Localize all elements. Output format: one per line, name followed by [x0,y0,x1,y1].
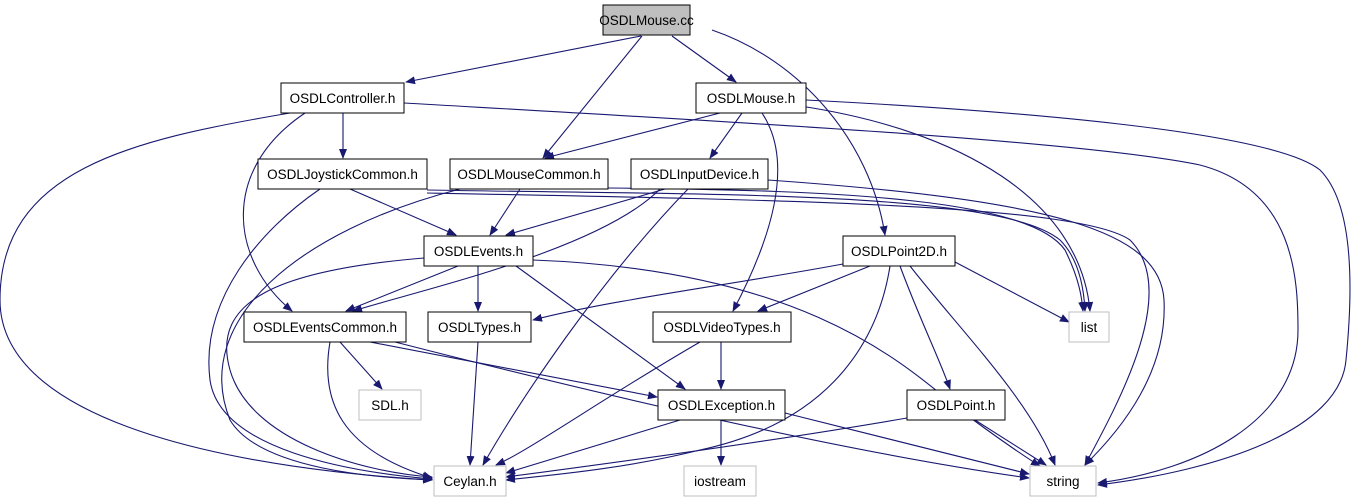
node-video-types-h[interactable]: OSDLVideoTypes.h [652,311,792,343]
edge-video-types-h-to-ceylan-h [495,341,701,466]
edge-input-device-h-to-ceylan-h [482,188,689,466]
node-box [1029,465,1097,497]
node-ceylan-h: Ceylan.h [433,465,507,497]
node-input-device-h[interactable]: OSDLInputDevice.h [630,158,769,190]
node-label: OSDLController.h [290,91,396,106]
node-box [280,82,405,114]
node-box [427,311,532,343]
node-label: OSDLPoint.h [917,398,996,413]
edge-point2d-h-to-list [954,261,1070,323]
edge-controller-h-to-events-common-h [242,112,306,312]
node-list: list [1068,311,1110,343]
edge-types-h-to-ceylan-h [466,341,479,466]
node-box [683,465,757,497]
edge-events-common-h-to-string [394,341,1030,481]
node-label: OSDLEvents.h [434,244,523,259]
edge-point-h-to-ceylan-h [505,417,908,480]
node-label: SDL.h [371,398,409,413]
node-box [842,235,956,267]
node-box [433,465,507,497]
node-box [1068,311,1110,343]
edge-mouse-common-h-to-events-h [489,188,521,236]
node-iostream: iostream [683,465,757,497]
edge-point2d-h-to-video-types-h [757,265,871,312]
node-label: OSDLMouse.cc [599,13,694,28]
edge-events-h-to-ceylan-h [226,257,433,481]
node-joystick-common-h[interactable]: OSDLJoystickCommon.h [257,158,428,190]
node-box [423,235,534,267]
edge-point2d-h-to-types-h [532,263,844,322]
edge-joystick-common-h-to-events-h [349,188,457,236]
node-box [449,158,609,190]
node-box [657,389,786,421]
node-label: OSDLException.h [668,398,775,413]
edge-point2d-h-to-ceylan-h [505,265,891,483]
edge-mouse-cc-to-controller-h [405,35,642,85]
node-mouse-cc[interactable]: OSDLMouse.cc [599,4,694,36]
edge-exception-h-to-ceylan-h [505,419,681,475]
edge-mouse-h-to-input-device-h [709,112,743,159]
node-label: OSDLPoint2D.h [851,244,947,259]
edge-point2d-h-to-string [909,265,1056,466]
node-point-h[interactable]: OSDLPoint.h [906,389,1006,421]
edge-mouse-common-h-to-ceylan-h [221,188,461,484]
edge-mouse-h-to-string [805,99,1351,488]
edge-events-h-to-exception-h [515,265,686,390]
node-events-h[interactable]: OSDLEvents.h [423,235,534,267]
node-label: Ceylan.h [443,474,496,489]
node-label: list [1081,320,1098,335]
node-events-common-h[interactable]: OSDLEventsCommon.h [243,311,407,343]
node-point2d-h[interactable]: OSDLPoint2D.h [842,235,956,267]
edge-mouse-cc-to-point2d-h [711,29,888,236]
edge-events-h-to-string [532,259,1041,467]
node-mouse-h[interactable]: OSDLMouse.h [695,82,807,114]
node-label: OSDLMouse.h [707,91,796,106]
node-controller-h[interactable]: OSDLController.h [280,82,405,114]
node-sdl-h: SDL.h [358,389,422,421]
node-label: string [1046,474,1079,489]
node-label: OSDLEventsCommon.h [253,320,397,335]
edge-mouse-common-h-to-list [607,187,1087,312]
node-mouse-common-h[interactable]: OSDLMouseCommon.h [449,158,609,190]
edge-events-common-h-to-ceylan-h [327,341,433,480]
edge-events-h-to-events-common-h [345,265,459,312]
node-label: OSDLVideoTypes.h [663,320,780,335]
edge-mouse-cc-to-mouse-h [671,35,737,83]
edge-point2d-h-to-point-h [899,265,951,390]
edge-controller-h-to-ceylan-h [0,112,433,484]
node-box [630,158,769,190]
node-label: OSDLMouseCommon.h [457,167,600,182]
node-box [358,389,422,421]
node-string: string [1029,465,1097,497]
node-box [602,4,691,36]
node-label: OSDLJoystickCommon.h [267,167,418,182]
edge-mouse-cc-to-mouse-common-h [542,35,643,159]
edge-input-device-h-to-events-h [505,188,666,237]
edge-joystick-common-h-to-ceylan-h [208,188,433,483]
node-label: iostream [694,474,746,489]
node-box [257,158,428,190]
node-types-h[interactable]: OSDLTypes.h [427,311,532,343]
node-box [243,311,407,343]
node-box [695,82,807,114]
edge-mouse-h-to-mouse-common-h [544,112,721,160]
edge-events-common-h-to-sdl-h [339,341,383,390]
edge-events-common-h-to-exception-h [369,341,658,400]
node-label: OSDLInputDevice.h [640,167,759,182]
node-label: OSDLTypes.h [438,320,521,335]
edges-layer [0,29,1351,488]
edge-controller-h-to-string [403,102,1299,486]
edge-point-h-to-string [974,419,1047,466]
edge-joystick-common-h-to-string [426,192,1150,466]
edge-exception-h-to-string [784,412,1030,476]
node-box [652,311,792,343]
edge-input-device-h-to-string [767,179,1165,466]
node-exception-h[interactable]: OSDLException.h [657,389,786,421]
node-box [906,389,1006,421]
edge-mouse-h-to-list [799,105,1094,312]
